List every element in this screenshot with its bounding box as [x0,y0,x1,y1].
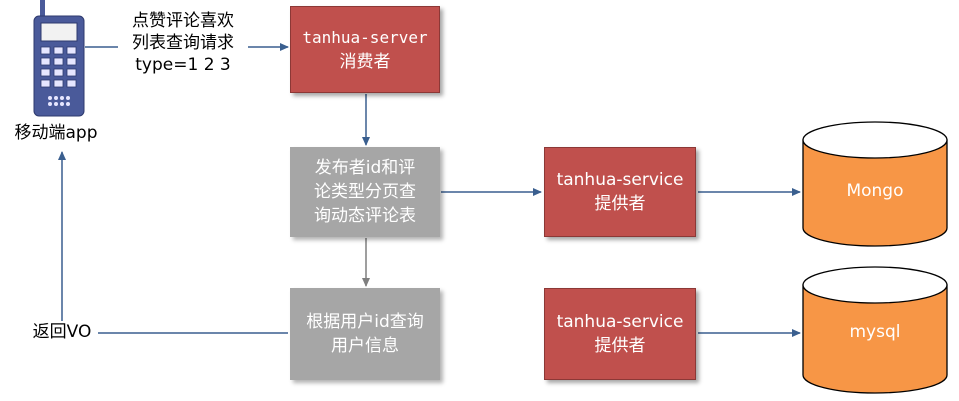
provider-2-name: tanhua-service [556,312,684,332]
consumer-box: tanhua-server 消费者 [290,6,440,93]
mobile-app-label: 移动端app [6,122,106,144]
request-label: 点赞评论喜欢 列表查询请求 type=1 2 3 [118,10,248,76]
mongo-database-cylinder [802,121,948,247]
consumer-role: 消费者 [339,51,391,72]
query-comments-box: 发布者id和评 论类型分页查 询动态评论表 [290,147,440,237]
query-user-info-line2: 用户信息 [331,336,399,356]
query-comments-line3: 询动态评论表 [314,206,416,226]
mongo-label: Mongo [846,181,904,201]
request-label-line1: 点赞评论喜欢 [132,11,234,31]
query-user-info-line1: 根据用户id查询 [306,312,424,332]
provider-1-name: tanhua-service [556,170,684,190]
mysql-label: mysql [849,322,901,342]
provider-2-role: 提供者 [594,336,646,356]
query-user-info-box: 根据用户id查询 用户信息 [290,288,440,380]
consumer-name: tanhua-server [302,27,428,47]
query-comments-line2: 论类型分页查 [314,182,416,202]
request-label-line3: type=1 2 3 [135,55,231,75]
query-comments-line1: 发布者id和评 [314,158,416,178]
mobile-phone-icon [33,0,85,117]
provider-box-1: tanhua-service 提供者 [544,147,696,237]
mysql-database-cylinder [802,266,948,394]
provider-1-role: 提供者 [594,194,646,214]
provider-box-2: tanhua-service 提供者 [544,288,696,380]
return-vo-label: 返回VO [26,321,98,343]
request-label-line2: 列表查询请求 [118,32,248,54]
arrow-step2-to-phone [58,151,288,334]
